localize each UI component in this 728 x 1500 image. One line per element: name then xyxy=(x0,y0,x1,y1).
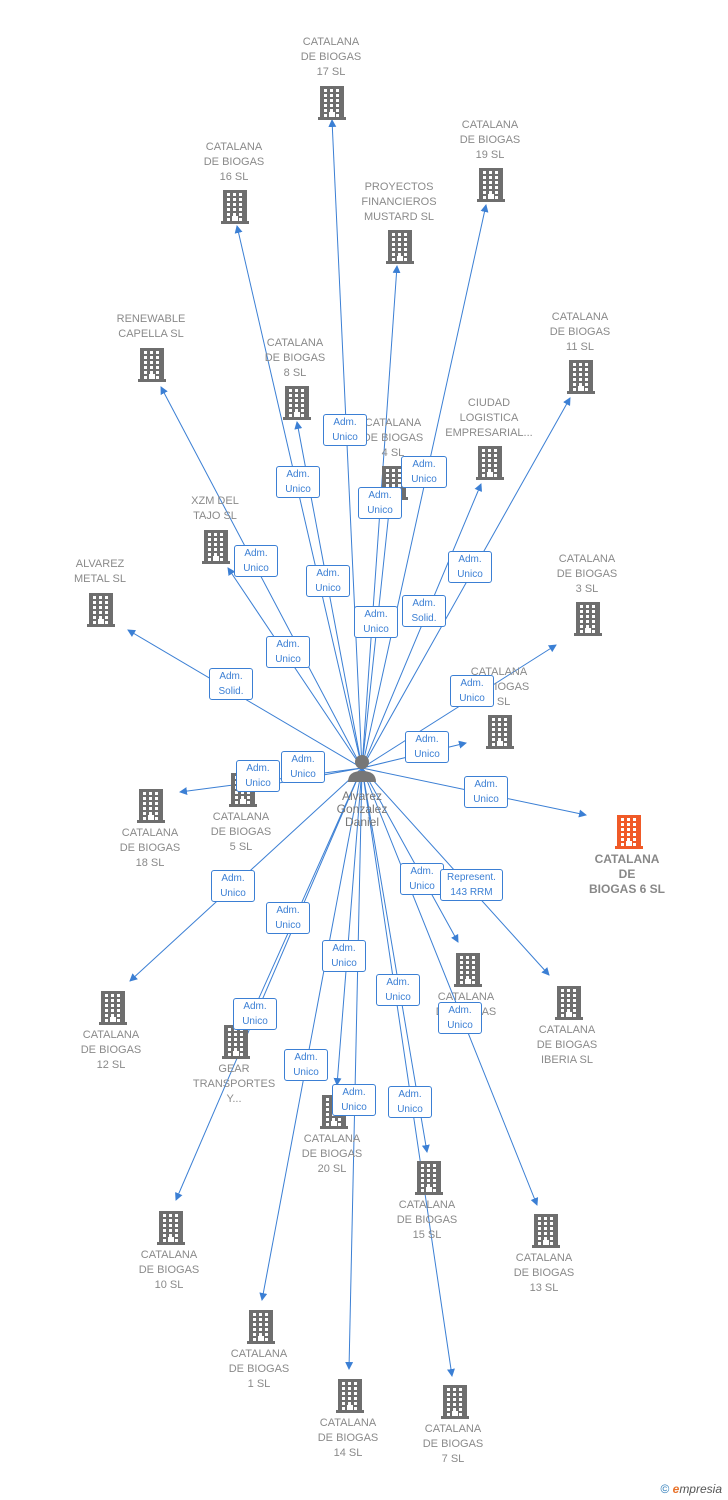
edge-n10 xyxy=(175,767,363,1201)
company-node-n5[interactable]: CATALANA DE BIOGAS 5 SL xyxy=(210,811,272,853)
role-badge: Adm. Unico xyxy=(234,545,278,577)
building-icon xyxy=(415,1161,443,1195)
role-badge: Adm. Unico xyxy=(354,606,398,638)
company-node-nxzm[interactable]: XZM DEL TAJO SL xyxy=(191,495,239,522)
role-badge: Adm. Unico xyxy=(322,940,366,972)
building-icon xyxy=(567,360,595,394)
copyright-symbol: © xyxy=(660,1482,670,1496)
building-icon xyxy=(532,1214,560,1248)
edge-n14 xyxy=(345,767,363,1370)
role-badge: Adm. Solid. xyxy=(209,668,253,700)
company-node-n20[interactable]: CATALANA DE BIOGAS 20 SL xyxy=(301,1133,363,1175)
building-icon xyxy=(477,168,505,202)
company-node-n11[interactable]: CATALANA DE BIOGAS 11 SL xyxy=(549,311,611,353)
role-badge: Adm. Unico xyxy=(388,1086,432,1118)
building-icon xyxy=(138,348,166,382)
role-badge: Adm. Unico xyxy=(323,414,367,446)
footer-brand: © empresia xyxy=(660,1482,722,1496)
role-badge: Adm. Solid. xyxy=(402,595,446,627)
building-icon xyxy=(336,1379,364,1413)
role-badge: Adm. Unico xyxy=(400,863,444,895)
company-node-nalv[interactable]: ALVAREZ METAL SL xyxy=(74,558,126,585)
company-node-n10[interactable]: CATALANA DE BIOGAS 10 SL xyxy=(138,1249,200,1291)
building-icon xyxy=(99,991,127,1025)
company-node-ngear[interactable]: GEAR TRANSPORTES Y... xyxy=(192,1063,276,1105)
building-icon xyxy=(486,715,514,749)
building-icon xyxy=(441,1385,469,1419)
role-badge: Adm. Unico xyxy=(401,456,447,488)
building-icon xyxy=(476,446,504,480)
role-badge: Adm. Unico xyxy=(266,636,310,668)
edge-n1 xyxy=(259,767,363,1301)
building-icon xyxy=(454,953,482,987)
edge-n7 xyxy=(361,767,455,1377)
building-icon xyxy=(222,1025,250,1059)
role-badge: Adm. Unico xyxy=(405,731,449,763)
company-node-nproy[interactable]: PROYECTOS FINANCIEROS MUSTARD SL xyxy=(361,181,437,223)
role-badge: Adm. Unico xyxy=(358,487,402,519)
building-icon xyxy=(555,986,583,1020)
company-node-n1[interactable]: CATALANA DE BIOGAS 1 SL xyxy=(228,1348,290,1390)
role-badge: Adm. Unico xyxy=(276,466,320,498)
building-icon xyxy=(87,593,115,627)
role-badge: Adm. Unico xyxy=(306,565,350,597)
building-icon xyxy=(283,386,311,420)
company-node-n14[interactable]: CATALANA DE BIOGAS 14 SL xyxy=(317,1417,379,1459)
person-icon xyxy=(348,755,376,782)
company-node-n12[interactable]: CATALANA DE BIOGAS 12 SL xyxy=(80,1029,142,1071)
company-node-n15[interactable]: CATALANA DE BIOGAS 15 SL xyxy=(396,1199,458,1241)
company-node-n6[interactable]: CATALANA DE BIOGAS 6 SL xyxy=(588,852,665,896)
building-icon xyxy=(574,602,602,636)
company-node-nren[interactable]: RENEWABLE CAPELLA SL xyxy=(116,313,186,340)
edge-nren xyxy=(160,386,363,769)
role-badge: Adm. Unico xyxy=(266,902,310,934)
role-badge: Adm. Unico xyxy=(281,751,325,783)
role-badge: Adm. Unico xyxy=(211,870,255,902)
brand-logo: empresia xyxy=(672,1482,722,1496)
company-node-n17[interactable]: CATALANA DE BIOGAS 17 SL xyxy=(300,36,362,78)
building-icon xyxy=(202,530,230,564)
building-icon xyxy=(137,789,165,823)
role-badge: Adm. Unico xyxy=(236,760,280,792)
role-badge: Adm. Unico xyxy=(332,1084,376,1116)
role-badge: Adm. Unico xyxy=(376,974,420,1006)
role-badge: Adm. Unico xyxy=(450,675,494,707)
building-icon xyxy=(386,230,414,264)
company-node-n13[interactable]: CATALANA DE BIOGAS 13 SL xyxy=(513,1252,575,1294)
company-node-n19[interactable]: CATALANA DE BIOGAS 19 SL xyxy=(459,119,521,161)
role-badge: Adm. Unico xyxy=(438,1002,482,1034)
company-node-n18[interactable]: CATALANA DE BIOGAS 18 SL xyxy=(119,827,181,869)
company-node-n3[interactable]: CATALANA DE BIOGAS 3 SL xyxy=(556,553,618,595)
building-icon xyxy=(157,1211,185,1245)
role-badge: Adm. Unico xyxy=(448,551,492,583)
role-badge: Adm. Unico xyxy=(284,1049,328,1081)
edge-ngear xyxy=(249,767,363,1019)
building-icon xyxy=(318,86,346,120)
building-icon xyxy=(221,190,249,224)
role-badge: Adm. Unico xyxy=(464,776,508,808)
building-icon xyxy=(247,1310,275,1344)
edge-n13 xyxy=(361,767,539,1206)
person-name[interactable]: Alvarez Gonzalez Daniel xyxy=(336,789,388,829)
company-node-n8[interactable]: CATALANA DE BIOGAS 8 SL xyxy=(264,337,326,379)
edge-nxzm xyxy=(227,567,363,769)
edge-n9 xyxy=(361,767,459,943)
company-node-n16[interactable]: CATALANA DE BIOGAS 16 SL xyxy=(203,141,265,183)
edge-n11 xyxy=(361,397,571,769)
company-node-n7[interactable]: CATALANA DE BIOGAS 7 SL xyxy=(422,1423,484,1465)
building-icon xyxy=(615,815,643,849)
edge-n20 xyxy=(333,767,363,1086)
company-node-nciu[interactable]: CIUDAD LOGISTICA EMPRESARIAL... xyxy=(445,397,533,439)
role-badge: Represent. 143 RRM xyxy=(440,869,503,901)
role-badge: Adm. Unico xyxy=(233,998,277,1030)
company-node-niber[interactable]: CATALANA DE BIOGAS IBERIA SL xyxy=(536,1024,598,1066)
